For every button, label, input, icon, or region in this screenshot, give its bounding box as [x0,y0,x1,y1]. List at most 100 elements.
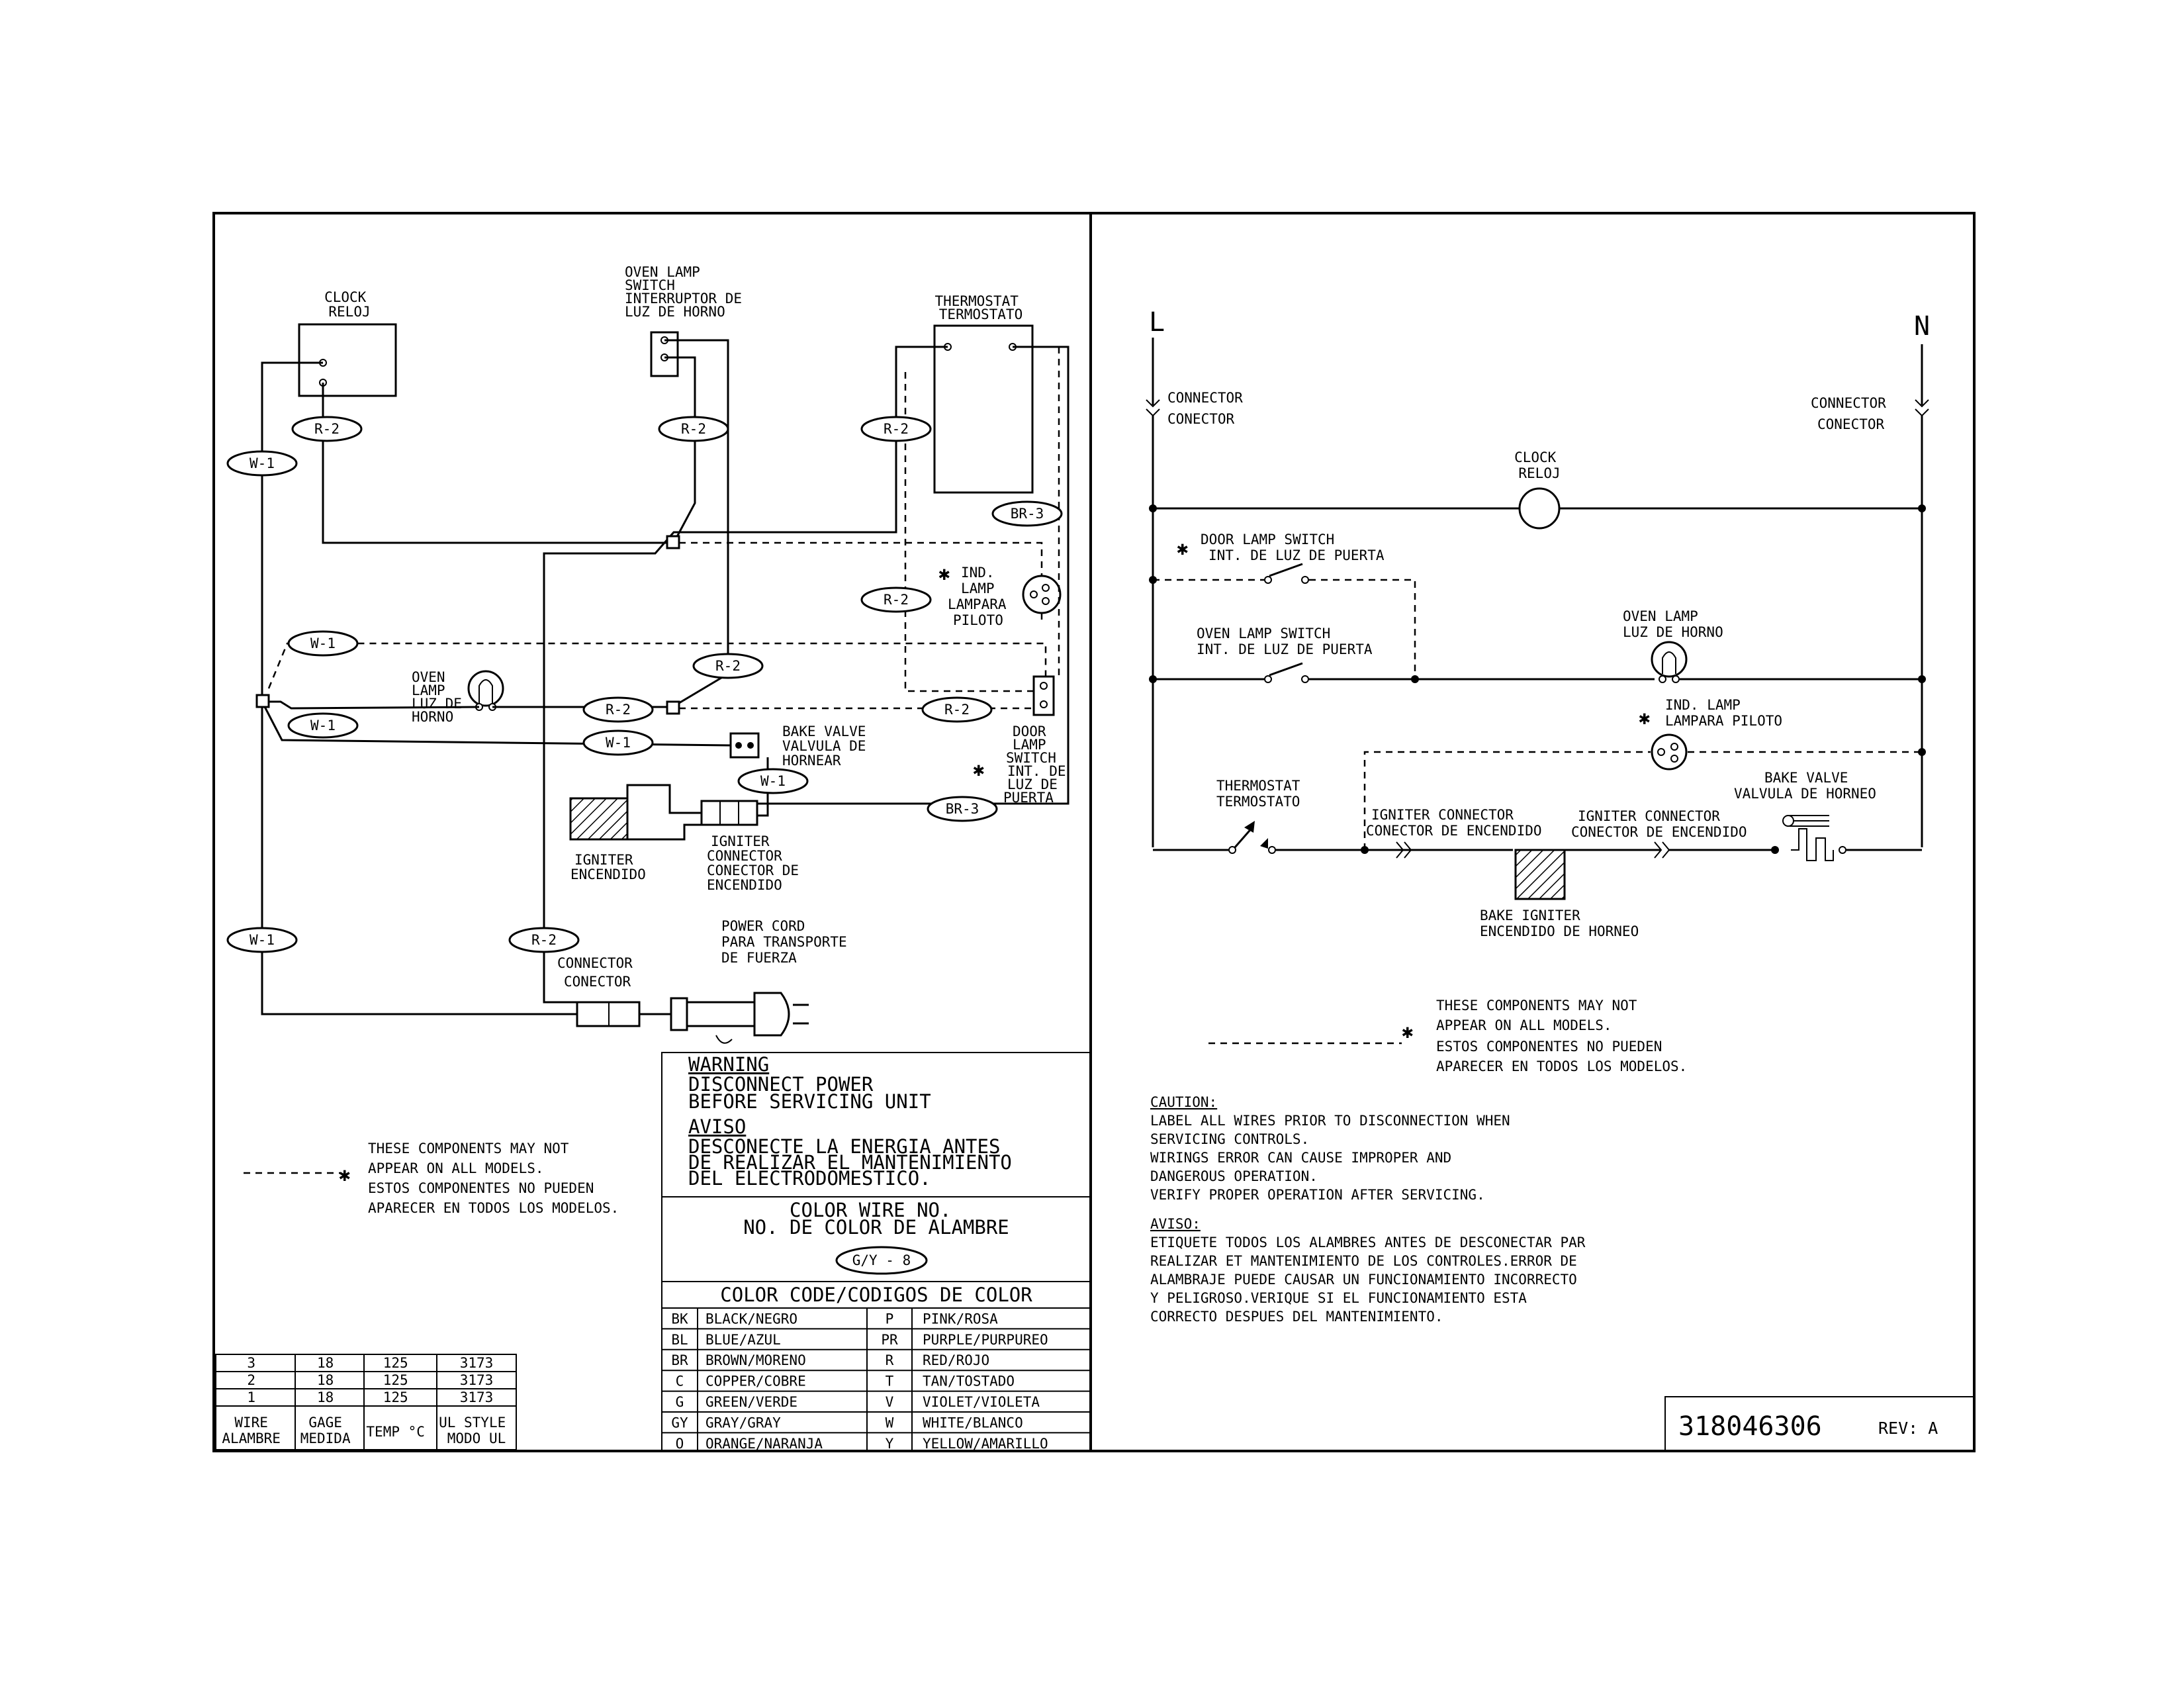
svg-text:R-2: R-2 [681,421,706,437]
color-code-cell: Y [886,1436,894,1452]
color-code-cell: WHITE/BLANCO [923,1415,1023,1430]
schematic-ind-lamp: ✱ IND. LAMP LAMPARA PILOTO [1363,697,1926,850]
svg-text:✱: ✱ [938,562,950,585]
color-code-cell: O [676,1436,684,1452]
color-code-cell: TAN/TOSTADO [923,1374,1015,1389]
wire-tag-r2-clock: R-2 [291,416,363,442]
schematic-door-lamp-switch: ✱ DOOR LAMP SWITCH INT. DE LUZ DE PUERTA [1149,532,1416,679]
color-code-cell: G [676,1394,684,1410]
thermostat-component: THERMOSTAT TERMOSTATO [933,293,1034,494]
svg-text:R-2: R-2 [531,932,557,948]
svg-text:AVISO:: AVISO: [1150,1216,1201,1232]
svg-text:R-2: R-2 [314,421,340,437]
note-right: ✱ THESE COMPONENTS MAY NOT APPEAR ON ALL… [1208,998,1687,1074]
svg-text:IGNITER CONNECTOR CONE: IGNITER CONNECTOR CONECTOR DE ENCENDIDO [1366,807,1542,839]
bake-valve-component: BAKE VALVE VALVULA DE HORNEAR [729,724,874,769]
color-code-cell: PR [881,1332,898,1348]
svg-text:IND. LAMP LAMPARA PILO: IND. LAMP LAMPARA PILOTO [1665,697,1782,729]
junction-block-b [666,700,680,715]
color-code-cell: R [886,1352,894,1368]
sheet-border [212,212,1976,1452]
dashed-wire-w1-top [267,642,1047,689]
revision: REV: A [1878,1419,1938,1438]
svg-text:WARNING: WARNING [688,1053,769,1076]
color-code-cell: ORANGE/NARANJA [705,1436,823,1452]
warning-box: WARNING DISCONNECT POWER BEFORE SERVICIN… [661,1052,1091,1452]
svg-text:IGNITER ENCENDIDO: IGNITER ENCENDIDO [570,852,646,882]
svg-text:3 18 125 317: 3 18 125 3173 [247,1355,493,1371]
svg-text:CONNECTOR CONECTOR: CONNECTOR CONECTOR [1167,390,1251,427]
svg-text:IND. LAMP LAMP: IND. LAMP LAMPARA PILOTO [948,565,1015,628]
part-number-block: 318046306 REV: A [1664,1396,1975,1452]
caution-block: CAUTION: LABEL ALL WIRES PRIOR TO DISCON… [1150,1094,1586,1325]
part-number: 318046306 [1678,1411,1822,1442]
svg-text:DOOR LAMP SWITCH INT.: DOOR LAMP SWITCH INT. DE LUZ DE PUERTA [1201,532,1385,563]
svg-text:W-1: W-1 [310,718,336,733]
svg-text:R-2: R-2 [944,702,970,718]
color-code-cell: YELLOW/AMARILLO [923,1436,1048,1452]
svg-text:W-1: W-1 [606,735,631,751]
wire-tag-r2-door-dashed: R-2 [921,696,993,723]
note-left: ✱ THESE COMPONENTS MAY NOT APPEAR ON ALL… [244,1141,619,1216]
wire-tag-r2-thermostat: R-2 [860,416,932,442]
svg-text:LABEL ALL WIRES PRIOR TO DISCO: LABEL ALL WIRES PRIOR TO DISCONNECTION W… [1150,1113,1518,1203]
wire-tag-w1-dashed: W-1 [287,630,359,657]
svg-text:CLOCK RELOJ: CLOCK RELOJ [1514,449,1565,481]
wire-tag-w1-cord: W-1 [226,927,298,953]
svg-text:THERMOSTAT TERMOSTATO: THERMOSTAT TERMOSTATO [934,293,1026,322]
power-cord-component: POWER CORD PARA TRANSPORTE DE FUERZA CON… [557,918,847,1044]
svg-text:DESCONECTE LA ENERGIA ANTES: DESCONECTE LA ENERGIA ANTES DE REALIZAR … [688,1135,1023,1190]
igniter-connector-component: IGNITER CONNECTOR CONECTOR DE ENCENDIDO [700,800,807,893]
svg-text:R-2: R-2 [715,658,741,674]
svg-text:R-2: R-2 [606,702,631,718]
svg-text:CONNECTOR CONECTOR: CONNECTOR CONECTOR [557,955,641,990]
svg-text:BR-3: BR-3 [946,801,979,817]
svg-text:BAKE VALVE VALVULA DE: BAKE VALVE VALVULA DE HORNEO [1734,770,1876,802]
svg-text:✱: ✱ [1402,1020,1413,1043]
color-code-cell: RED/ROJO [923,1352,989,1368]
wire-tag-r2-switch: R-2 [658,416,729,442]
svg-text:✱: ✱ [1639,706,1650,729]
svg-text:BAKE IGNITER ENCENDIDO: BAKE IGNITER ENCENDIDO DE HORNEO [1480,908,1639,939]
svg-text:1 18 125 317: 1 18 125 3173 [247,1389,493,1405]
dashed-wire-ind-lamp [679,541,1043,576]
wire-igniter-conn [626,784,702,814]
door-lamp-switch-component: ✱ DOOR LAMP SWITCH INT. DE LUZ DE PUERTA [973,675,1074,806]
junction-block-c [255,694,270,708]
svg-text:THERMOSTAT TERMOSTATO: THERMOSTAT TERMOSTATO [1216,778,1308,810]
color-code-cell: W [886,1415,894,1430]
ladder-schematic: L N CONNECTOR CONECTOR CONNECTOR CONECTO… [1146,307,1930,939]
wire-oven-lamp-r2 [262,700,480,710]
wire-oven-lamp-switch [664,356,696,543]
svg-text:DOOR LAMP SWIT: DOOR LAMP SWITCH INT. DE LUZ DE PUERTA [1003,724,1074,806]
wire-thermostat-br3 [757,346,1069,805]
svg-text:WIRE ALAMBRE GAGE: WIRE ALAMBRE GAGE MEDIDA TEMP °C UL STYL… [222,1415,514,1446]
svg-text:AVISO: AVISO [688,1115,746,1138]
svg-text:DISCONNECT POWER BEFORE: DISCONNECT POWER BEFORE SERVICING UNIT [688,1073,931,1113]
schematic-bake-rung: THERMOSTAT TERMOSTATO IGNITER CONNECTOR … [1153,770,1922,939]
wire-tag-w1-oven-lamp: W-1 [287,712,359,739]
svg-text:CAUTION:: CAUTION: [1150,1094,1217,1110]
svg-text:OVEN LAMP LUZ: OVEN LAMP LUZ DE HORNO [412,669,471,725]
color-code-cell: GY [671,1415,688,1430]
wire-igniter-conn-b [627,823,702,841]
color-code-cell: PINK/ROSA [923,1311,998,1327]
svg-text:W-1: W-1 [250,455,275,471]
wire-tag-w1-top: W-1 [226,450,298,477]
svg-text:BR-3: BR-3 [1011,506,1044,522]
color-code-cell: BROWN/MORENO [705,1352,806,1368]
wire-w1-main [261,361,577,1015]
color-code-cell: C [676,1374,684,1389]
svg-text:✱: ✱ [973,758,984,780]
svg-text:BAKE VALVE VALVULA DE: BAKE VALVE VALVULA DE HORNEAR [782,724,874,769]
schematic-clock: CLOCK RELOJ [1149,449,1926,530]
svg-text:W-1: W-1 [250,932,275,948]
svg-text:IGNITER CONNECTOR: IGNITER CONNECTOR CONECTOR DE ENCENDIDO [707,833,807,893]
svg-text:COLOR WIRE NO. NO. DE CO: COLOR WIRE NO. NO. DE COLOR DE ALAMBRE [743,1199,1009,1239]
igniter-component: IGNITER ENCENDIDO [569,797,646,882]
svg-text:THESE COMPONENTS MAY NOT: THESE COMPONENTS MAY NOT APPEAR ON ALL M… [1436,998,1687,1074]
oven-lamp-switch-component: OVEN LAMP SWITCH INTERRUPTOR DE LUZ DE H… [625,264,742,377]
svg-text:W-1: W-1 [760,773,786,789]
color-code-cell: COPPER/COBRE [705,1374,806,1389]
oven-lamp-component: OVEN LAMP LUZ DE HORNO [412,669,504,725]
